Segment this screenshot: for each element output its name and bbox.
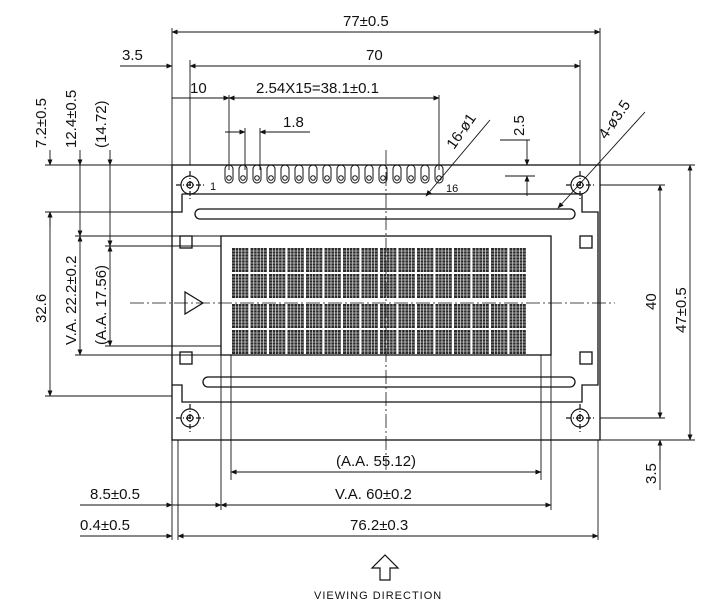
pin	[378, 164, 388, 184]
pin	[406, 164, 416, 184]
char-cell	[343, 304, 360, 354]
char-cell	[398, 304, 415, 354]
mounting-holes	[176, 171, 594, 432]
center-lines	[130, 150, 615, 470]
dim-pin-pitch: 2.54X15=38.1±0.1	[256, 80, 379, 97]
pin	[364, 164, 374, 184]
pin-header	[224, 164, 444, 184]
char-cell	[435, 304, 452, 354]
char-cell	[343, 248, 360, 298]
dim-pin-hole: 16-ø1	[443, 110, 479, 152]
char-cell	[435, 248, 452, 298]
pin	[280, 164, 290, 184]
char-cell	[287, 304, 304, 354]
dim-overall-height: 47±0.5	[673, 287, 690, 333]
dim-aa-height: (A.A. 17.56)	[93, 265, 110, 345]
char-cell	[324, 248, 341, 298]
char-cell	[232, 304, 249, 354]
dim-overall-width: 77±0.5	[343, 13, 389, 30]
mounting-hole-bottom-left	[176, 404, 204, 432]
up-arrow-outline-icon	[370, 554, 400, 581]
char-cell	[306, 304, 323, 354]
char-cell	[324, 304, 341, 354]
char-cell	[398, 248, 415, 298]
dimension-texts: 77±0.5 70 3.5 10 2.54X15=38.1±0.1 1.8 16…	[33, 13, 690, 534]
char-cell	[472, 248, 489, 298]
pin	[322, 164, 332, 184]
pin-label-last: 16	[446, 183, 458, 195]
char-cell	[361, 304, 378, 354]
char-cell	[269, 248, 286, 298]
dimension-lines	[45, 28, 695, 540]
dim-hole-offset-x: 3.5	[122, 47, 143, 64]
pin	[308, 164, 318, 184]
dim-va-height: V.A. 22.2±0.2	[63, 256, 80, 345]
character-grid	[232, 248, 526, 354]
char-cell	[509, 248, 526, 298]
dim-top-to-va: 7.2±0.5	[33, 98, 50, 148]
char-cell	[232, 248, 249, 298]
char-cell	[472, 304, 489, 354]
dim-frame-height: 32.6	[33, 294, 50, 323]
pin	[350, 164, 360, 184]
mounting-hole-top-right	[566, 171, 594, 199]
dim-aa-width: (A.A. 55.12)	[336, 453, 416, 470]
dim-top-to-aa: 12.4±0.5	[63, 90, 80, 148]
char-cell	[509, 304, 526, 354]
dim-hole-pitch-x: 70	[366, 47, 383, 64]
char-cell	[250, 304, 267, 354]
dim-pin1-offset: 10	[190, 80, 207, 97]
pin	[420, 164, 430, 184]
dim-left-to-va: 8.5±0.5	[90, 486, 140, 503]
char-cell	[491, 248, 508, 298]
pin	[392, 164, 402, 184]
dim-pin-spacing: 1.8	[283, 114, 304, 131]
char-cell	[454, 304, 471, 354]
pin	[238, 164, 248, 184]
char-cell	[417, 248, 434, 298]
pin	[336, 164, 346, 184]
pin	[252, 164, 262, 184]
char-cell	[306, 248, 323, 298]
dim-top-to-aa-ref: (14.72)	[93, 100, 110, 148]
pin	[294, 164, 304, 184]
char-cell	[380, 304, 397, 354]
mounting-hole-bottom-right	[566, 404, 594, 432]
pin	[266, 164, 276, 184]
dim-hole-pitch-y: 40	[643, 293, 660, 310]
char-cell	[361, 248, 378, 298]
char-cell	[269, 304, 286, 354]
dim-frame-width: 76.2±0.3	[350, 517, 408, 534]
char-cell	[380, 248, 397, 298]
char-cell	[417, 304, 434, 354]
char-cell	[491, 304, 508, 354]
viewing-direction-label: VIEWING DIRECTION	[314, 590, 442, 602]
char-cell	[287, 248, 304, 298]
char-cell	[454, 248, 471, 298]
dim-mount-hole: 4-ø3.5	[595, 97, 634, 142]
mounting-hole-top-left	[176, 171, 204, 199]
dim-hole-offset-y: 3.5	[643, 463, 660, 484]
pin-label-first: 1	[210, 181, 216, 193]
dim-left-to-frame: 0.4±0.5	[80, 517, 130, 534]
dim-va-width: V.A. 60±0.2	[335, 486, 412, 503]
dim-pin-height: 2.5	[511, 115, 528, 136]
char-cell	[250, 248, 267, 298]
